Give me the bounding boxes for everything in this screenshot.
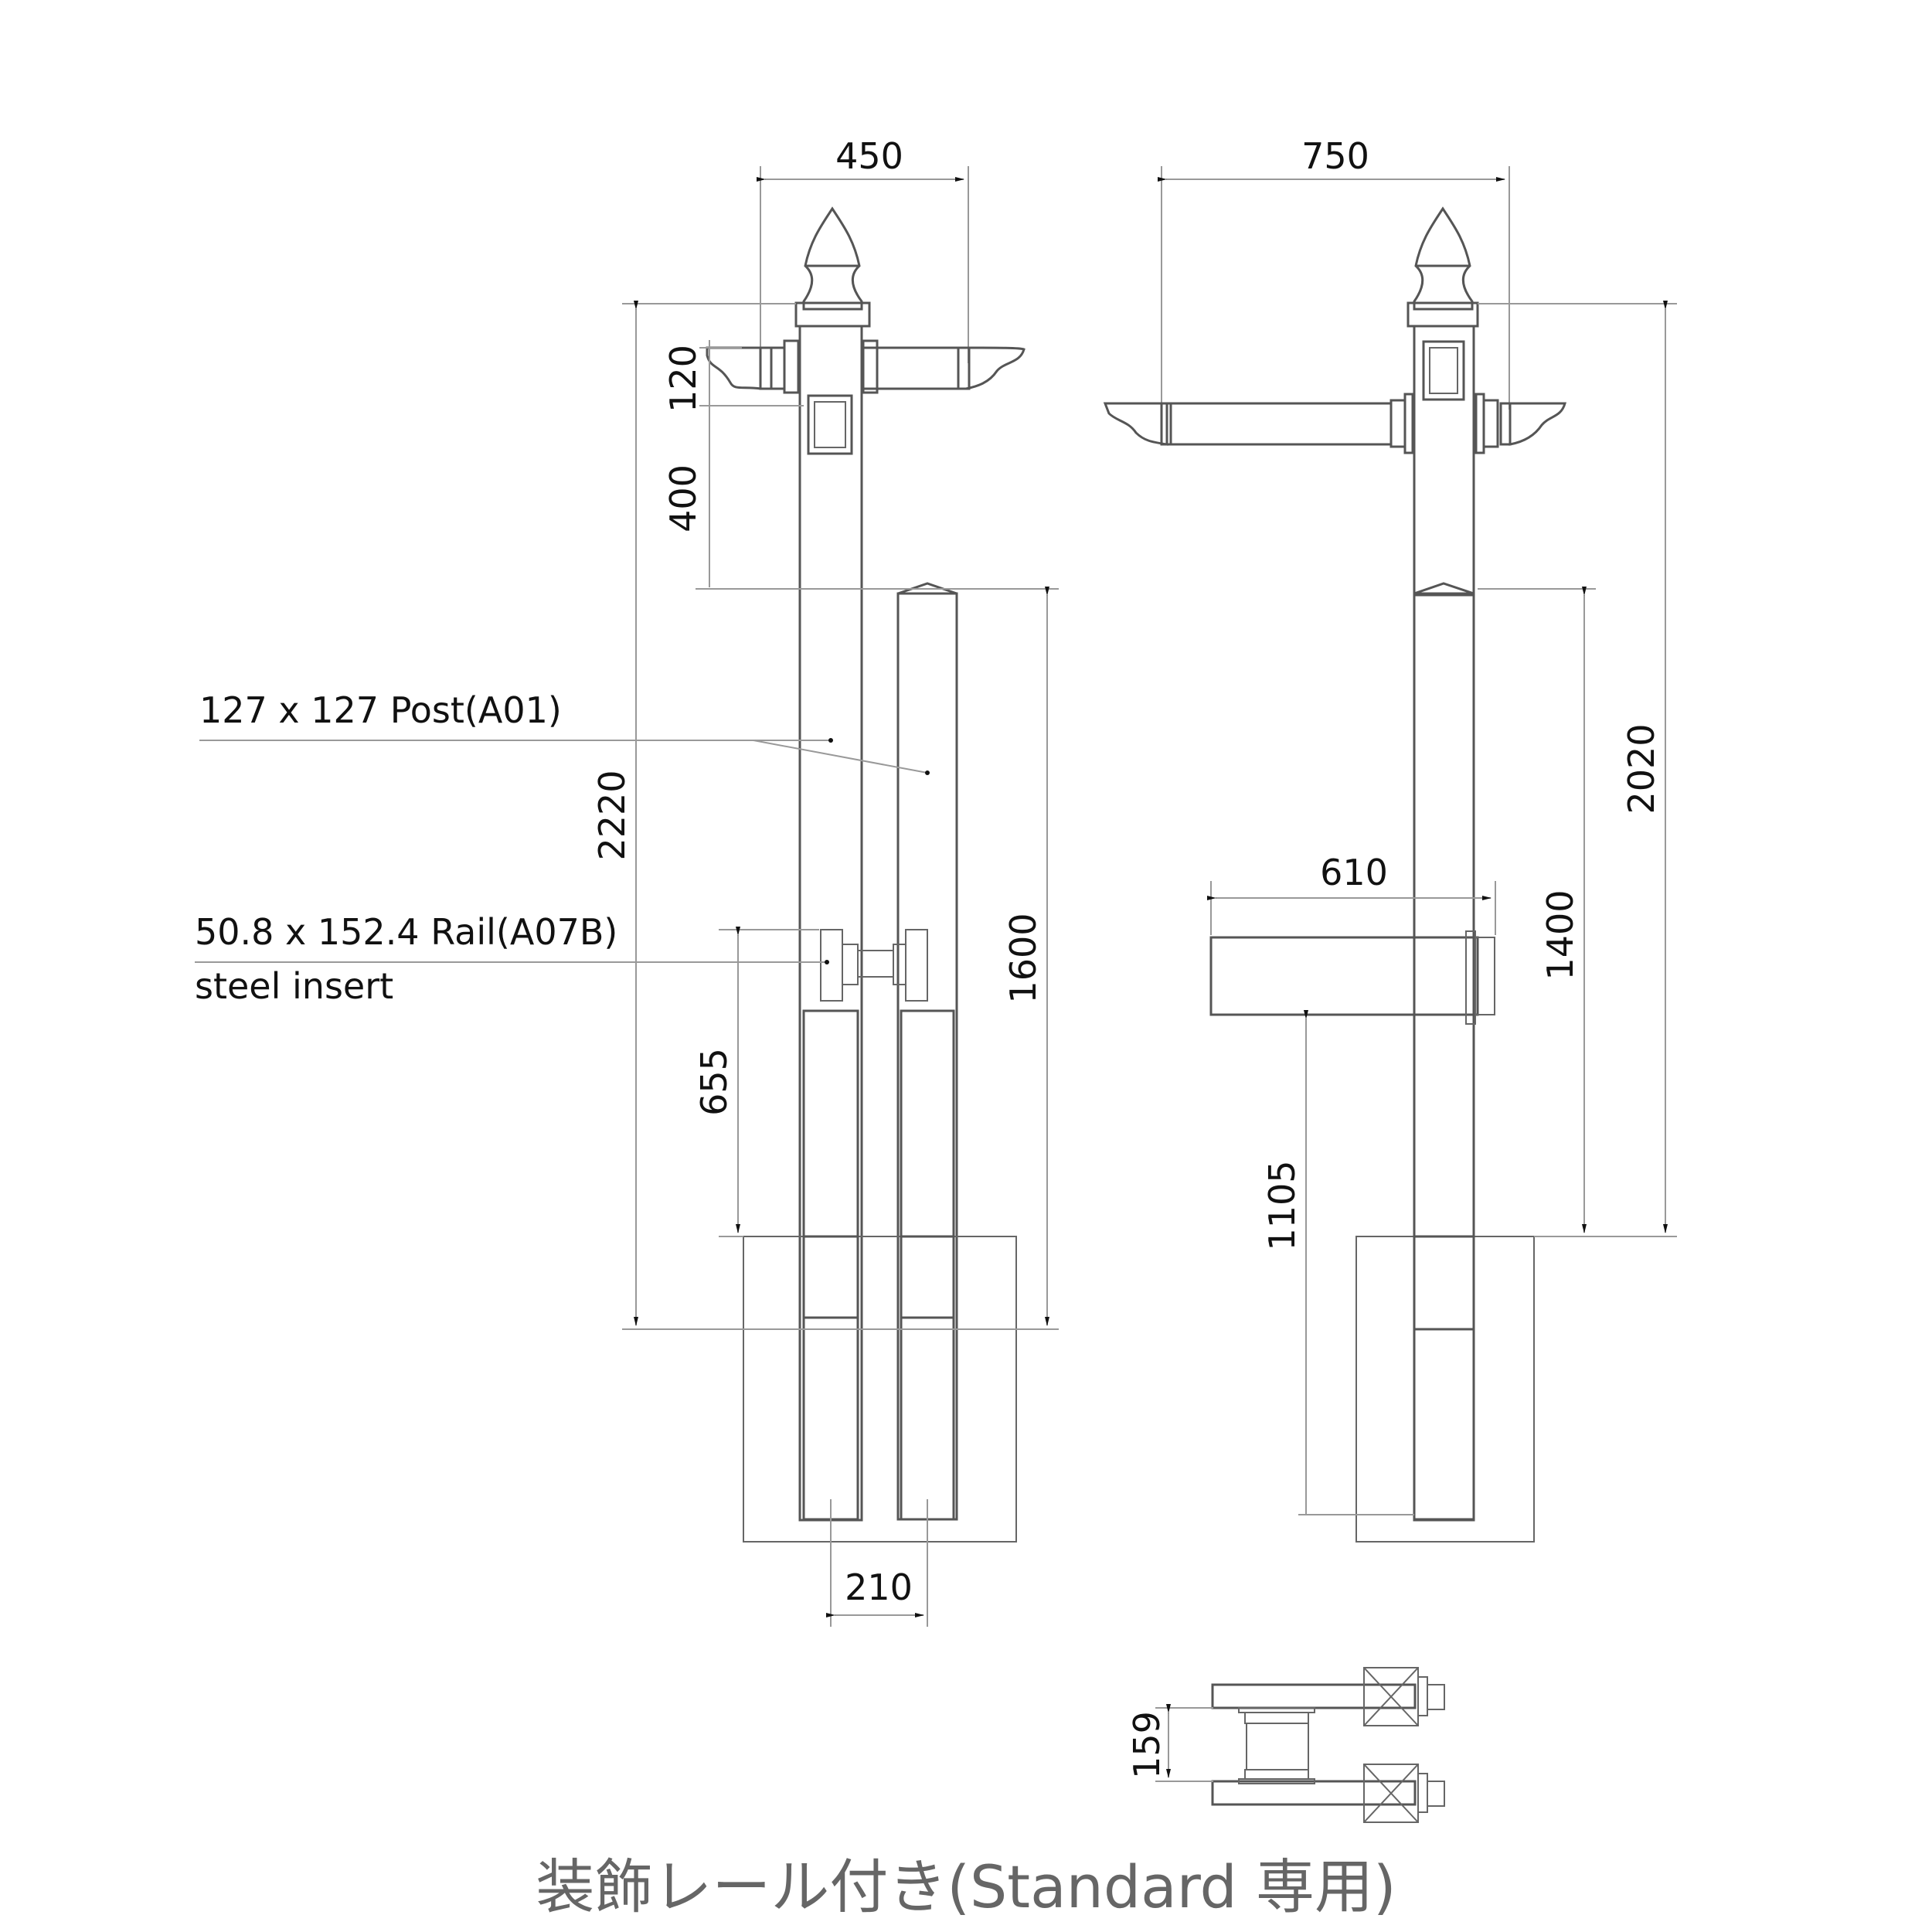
- svg-text:610: 610: [1320, 852, 1388, 893]
- svg-text:2220: 2220: [591, 770, 633, 860]
- svg-text:2020: 2020: [1621, 723, 1662, 814]
- dim-side-lower: 1400: [1478, 587, 1596, 1233]
- short-post: [896, 592, 958, 1521]
- plan-view: 159: [1126, 1667, 1445, 1823]
- bracket-arm: [706, 339, 1026, 394]
- label-post: 127 x 127 Post(A01): [199, 689, 930, 775]
- plan-post-top: [1363, 1667, 1445, 1726]
- side-bracket-arm: [1103, 393, 1566, 454]
- dim-450: 450: [835, 135, 903, 177]
- dim-short-post: 1600: [1002, 587, 1049, 1326]
- dim-post-spacing: 210: [826, 1499, 928, 1627]
- side-concrete-footing: [1355, 1235, 1535, 1543]
- tall-post: [798, 325, 863, 1522]
- label-rail: 50.8 x 152.4 Rail(A07B) steel insert: [195, 911, 829, 1007]
- svg-text:120: 120: [662, 345, 704, 413]
- concrete-footing: [743, 1235, 1017, 1543]
- svg-text:750: 750: [1301, 135, 1369, 177]
- drawing-caption: 装飾レール付き(Standard 専用): [536, 1852, 1396, 1921]
- dim-side-rail-height: 1105: [1261, 1010, 1414, 1515]
- dim-rail-height: 655: [693, 927, 819, 1237]
- dim-side-rail-width: 610: [1207, 852, 1496, 935]
- rail-connector: [820, 929, 928, 1002]
- svg-text:1600: 1600: [1002, 913, 1044, 1003]
- side-rail: [1209, 936, 1479, 1016]
- front-view: 450: [195, 135, 1059, 1627]
- svg-text:50.8 x 152.4 Rail(A07B): 50.8 x 152.4 Rail(A07B): [195, 911, 617, 953]
- svg-text:400: 400: [662, 464, 704, 532]
- plan-post-bottom: [1363, 1764, 1445, 1823]
- post-window: [807, 394, 853, 455]
- dim-bracket-height: 120 400: [662, 340, 1059, 590]
- svg-text:210: 210: [845, 1566, 913, 1608]
- svg-text:1400: 1400: [1539, 889, 1581, 980]
- dim-plan-gap: 159: [1126, 1704, 1213, 1782]
- dim-side-overall: 2020: [1478, 301, 1677, 1237]
- svg-text:655: 655: [693, 1048, 735, 1116]
- side-post: [1413, 325, 1475, 1522]
- dim-side-top-width: 750: [1158, 135, 1510, 410]
- svg-text:127 x 127 Post(A01): 127 x 127 Post(A01): [199, 689, 562, 731]
- dim-top-width: 450: [757, 135, 969, 363]
- svg-text:1105: 1105: [1261, 1160, 1303, 1250]
- finial: [802, 206, 863, 311]
- dim-overall-height: 2220: [591, 301, 1059, 1330]
- side-view: 750: [1103, 135, 1677, 1543]
- plan-connector: [1238, 1707, 1315, 1784]
- svg-text:159: 159: [1126, 1711, 1168, 1779]
- svg-text:steel insert: steel insert: [195, 965, 393, 1007]
